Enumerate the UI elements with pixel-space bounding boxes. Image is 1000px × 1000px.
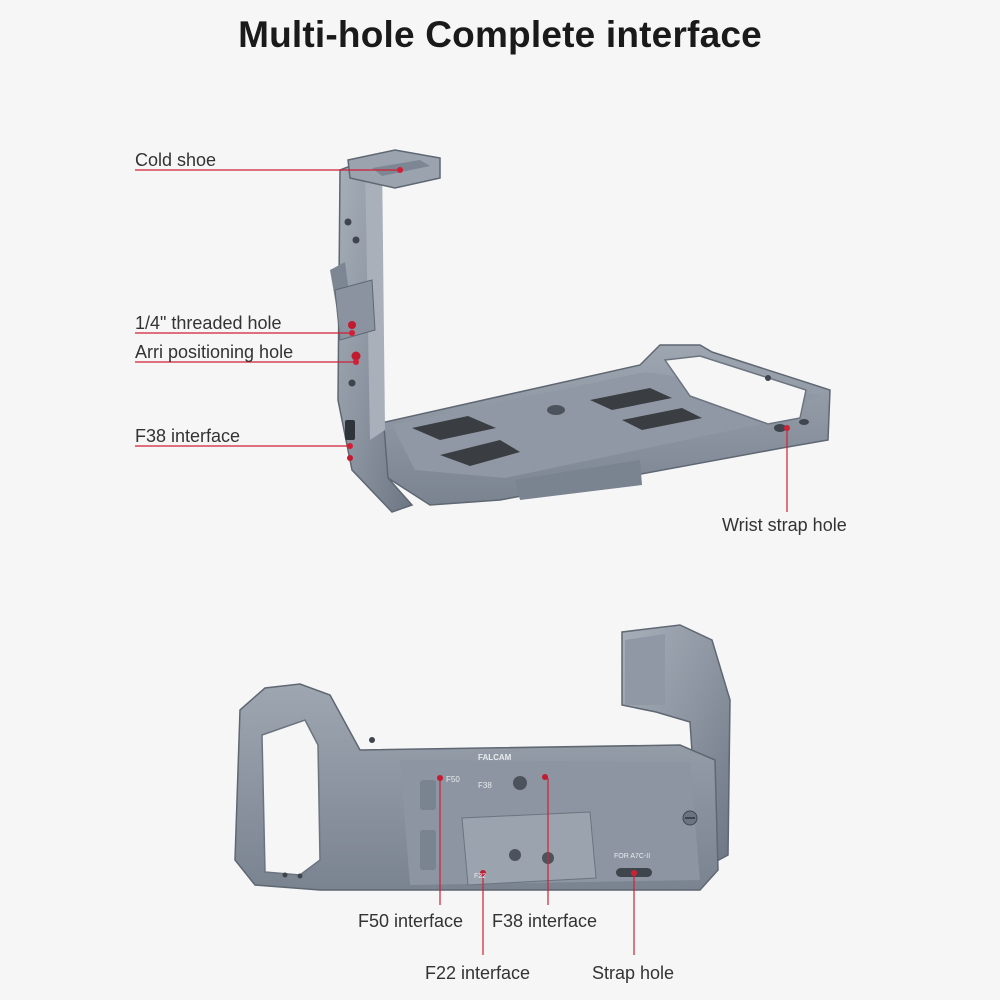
engraving-f38: F38 [478,781,492,790]
engraving-model: FOR A7C-II [614,853,650,860]
bottom-cage [234,624,731,891]
top-cage [330,149,831,513]
callout-lines [135,167,790,955]
engraving-f22: F22 [474,873,486,880]
callout-wrist-strap: Wrist strap hole [722,515,847,535]
callout-strap-hole: Strap hole [592,963,675,983]
engraving-f50: F50 [446,775,460,784]
callout-threaded-hole: 1/4" threaded hole [135,313,282,333]
page-title: Multi-hole Complete interface [238,14,762,55]
callout-f22: F22 interface [425,963,531,983]
callout-f50: F50 interface [358,911,464,931]
callout-f38-top: F38 interface [135,426,241,446]
callout-cold-shoe: Cold shoe [135,150,217,170]
engraving-brand: FALCAM [478,753,512,762]
callout-f38-bottom: F38 interface [492,911,598,931]
callout-arri-hole: Arri positioning hole [135,342,294,362]
